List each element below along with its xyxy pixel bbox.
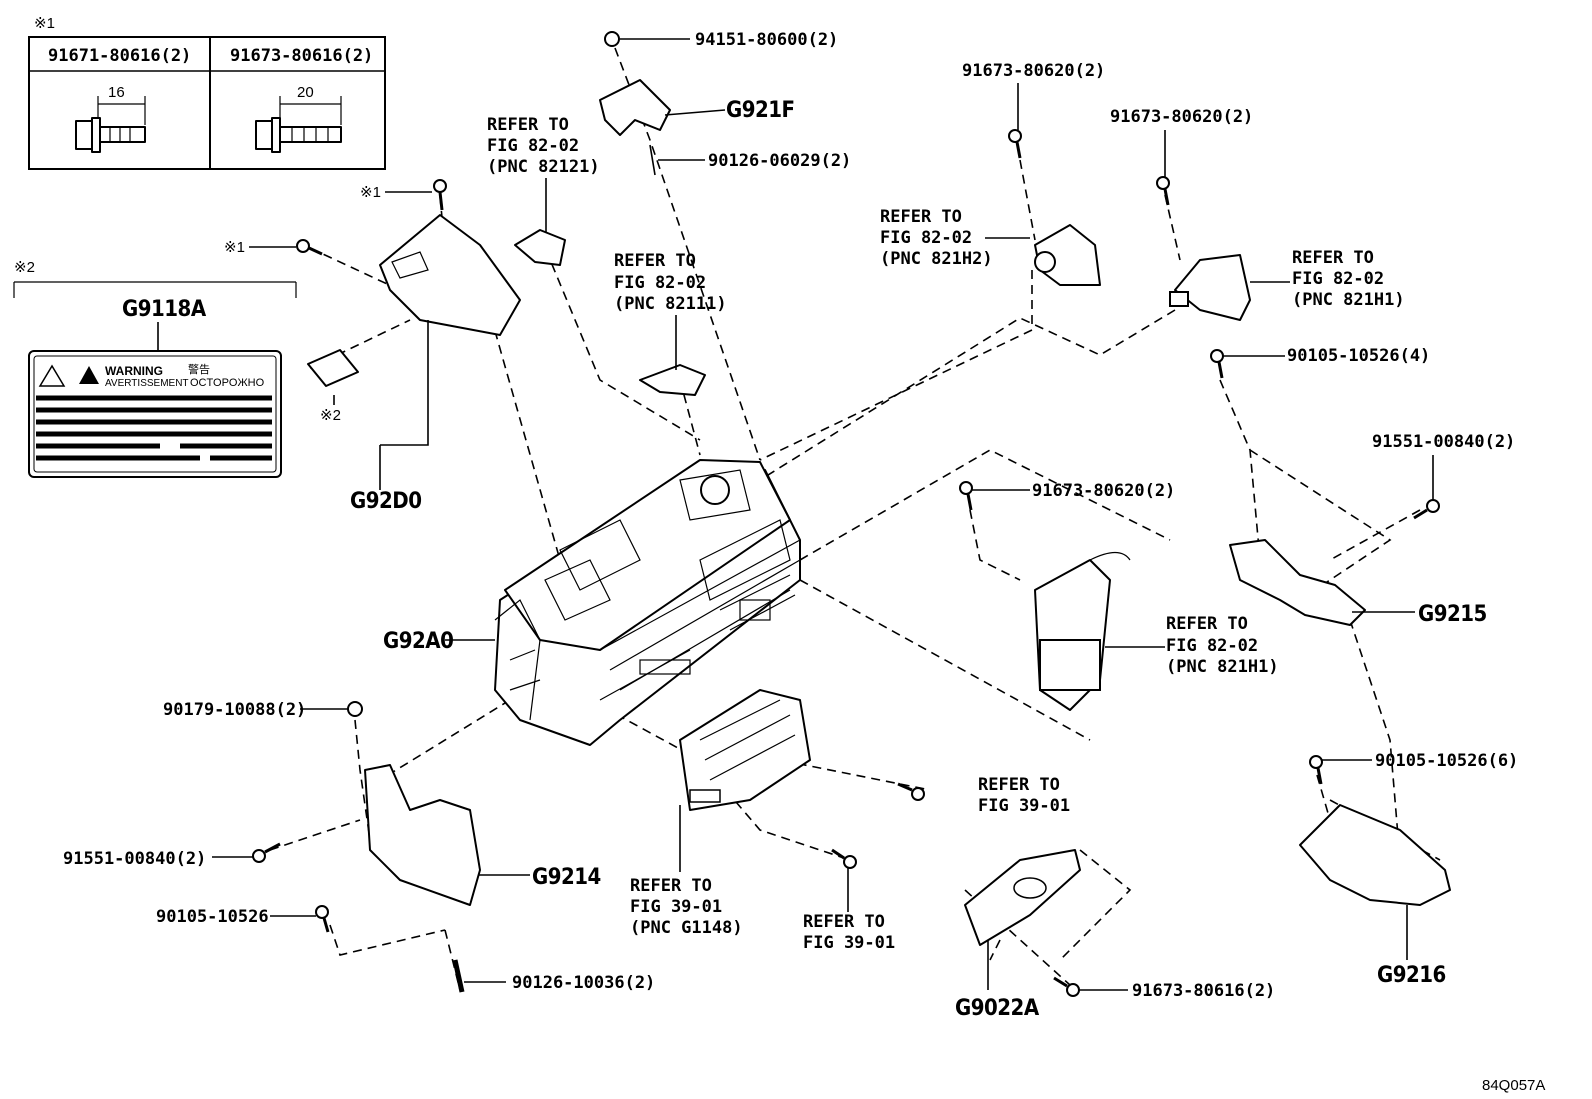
warning-text-ru: OCTOPOЖHO <box>190 377 265 389</box>
note1-table: ※1 91671-80616(2) 91673-80616(2) 16 20 <box>28 15 386 170</box>
part-90105-10526: 90105-10526 <box>156 907 269 927</box>
part-90126-06029: 90126-06029(2) <box>708 151 851 171</box>
sensor-821h2 <box>1034 224 1101 286</box>
part-90179-10088: 90179-10088(2) <box>163 700 306 720</box>
ref-821h1-a-line1: REFER TO <box>1292 248 1374 268</box>
callout-labels: 94151-80600(2) G921F 90126-06029(2) REFE… <box>63 30 1545 1094</box>
ref-82121-line1: REFER TO <box>487 115 569 135</box>
part-90126-10036: 90126-10036(2) <box>512 973 655 993</box>
note1-left-part: 91671-80616(2) <box>48 46 191 66</box>
ref-3901-b-line1: REFER TO <box>803 912 885 932</box>
bolt-icon <box>433 179 447 211</box>
mark-2: ※2 <box>320 407 341 424</box>
bolt-icon <box>959 481 973 511</box>
harness-821h1 <box>1034 551 1131 711</box>
bolt-icon <box>1413 499 1440 520</box>
note2-mark: ※2 <box>14 259 35 276</box>
converter-module <box>679 689 811 811</box>
code-g9022a: G9022A <box>955 996 1040 1021</box>
ref-821h2-line1: REFER TO <box>880 207 962 227</box>
part-94151-80600: 94151-80600(2) <box>695 30 838 50</box>
stud-icon <box>452 959 465 993</box>
ref-g1148-line1: REFER TO <box>630 876 712 896</box>
part-90105-10526-6: 90105-10526(6) <box>1375 751 1518 771</box>
ref-82121-line3: (PNC 82121) <box>487 157 600 177</box>
warning-triangle-icon <box>79 366 99 384</box>
ref-821h1-b-line2: FIG 82-02 <box>1166 636 1258 656</box>
ref-3901-a-line2: FIG 39-01 <box>978 796 1070 816</box>
ref-821h1-a-line2: FIG 82-02 <box>1292 269 1384 289</box>
bolt-icon <box>1008 129 1022 159</box>
mark-1-b: ※1 <box>224 239 245 256</box>
ref-82111-line3: (PNC 82111) <box>614 294 727 314</box>
ref-3901-b-line2: FIG 39-01 <box>803 933 895 953</box>
sensor-821h1 <box>1169 254 1251 321</box>
warning-text-jp: 警告 <box>188 362 210 376</box>
high-voltage-warning-icon <box>38 364 66 387</box>
bolt-icon <box>831 848 857 869</box>
part-91673-80616: 91673-80616(2) <box>1132 981 1275 1001</box>
bolt-icon <box>315 905 330 933</box>
part-91673-80620-c: 91673-80620(2) <box>1032 481 1175 501</box>
fasteners <box>252 31 1440 997</box>
ref-82121-line2: FIG 82-02 <box>487 136 579 156</box>
sensor-82111 <box>639 364 706 396</box>
code-g92d0: G92D0 <box>350 489 422 514</box>
bolt-icon <box>296 239 323 256</box>
code-g9215: G9215 <box>1418 602 1487 627</box>
ref-821h2-line2: FIG 82-02 <box>880 228 972 248</box>
note1-left-dim: 16 <box>108 84 125 101</box>
bracket-g9216 <box>1299 804 1451 906</box>
ref-g1148-line3: (PNC G1148) <box>630 918 743 938</box>
label-code-g9118a: G9118A <box>122 297 207 322</box>
part-91673-80620-b: 91673-80620(2) <box>1110 107 1253 127</box>
warning-text-en: WARNING <box>105 364 163 378</box>
ref-821h1-b-line3: (PNC 821H1) <box>1166 657 1279 677</box>
bracket-g921f <box>599 79 671 176</box>
part-91551-00840-b: 91551-00840(2) <box>63 849 206 869</box>
part-90105-10526-4: 90105-10526(4) <box>1287 346 1430 366</box>
bolt-icon <box>1156 176 1170 206</box>
ref-821h2-line3: (PNC 821H2) <box>880 249 993 269</box>
ref-3901-a-line1: REFER TO <box>978 775 1060 795</box>
ref-82111-line2: FIG 82-02 <box>614 273 706 293</box>
ref-821h1-a-line3: (PNC 821H1) <box>1292 290 1405 310</box>
flange-bolt-16-icon: 16 <box>75 84 146 153</box>
bolt-icon <box>252 842 281 863</box>
nut-icon <box>347 701 363 717</box>
bolt-icon <box>604 31 620 47</box>
part-91551-00840-a: 91551-00840(2) <box>1372 432 1515 452</box>
leader-lines <box>212 38 1434 991</box>
inverter-assembly <box>494 459 801 746</box>
module-g9022a <box>964 849 1081 946</box>
ref-g1148-line2: FIG 39-01 <box>630 897 722 917</box>
bracket-g9215 <box>1229 539 1366 626</box>
code-g9214: G9214 <box>532 865 601 890</box>
code-g92a0: G92A0 <box>383 629 453 654</box>
note1-right-dim: 20 <box>297 84 314 101</box>
code-g9216: G9216 <box>1377 963 1446 988</box>
note1-mark: ※1 <box>34 15 55 32</box>
warning-text-fr: AVERTISSEMENT <box>105 378 189 389</box>
bolt-icon <box>1053 976 1080 997</box>
bracket-g9214 <box>364 764 481 906</box>
code-g921f: G921F <box>726 98 795 123</box>
bolt-icon <box>1309 755 1323 785</box>
flange-bolt-20-icon: 20 <box>255 84 342 153</box>
ref-821h1-b-line1: REFER TO <box>1166 614 1248 634</box>
cover-g92d0 <box>307 214 521 387</box>
bolt-icon <box>1210 349 1224 379</box>
note2-warning-label: ※2 G9118A WARNING AVERTISSEMENT 警告 OCTOP… <box>13 259 297 478</box>
note1-right-part: 91673-80616(2) <box>230 46 373 66</box>
part-91673-80620-a: 91673-80620(2) <box>962 61 1105 81</box>
ref-82111-line1: REFER TO <box>614 251 696 271</box>
bolt-icon <box>897 782 925 801</box>
sensor-82121 <box>514 229 566 266</box>
mark-1-a: ※1 <box>360 184 381 201</box>
figure-id: 84Q057A <box>1482 1077 1545 1094</box>
